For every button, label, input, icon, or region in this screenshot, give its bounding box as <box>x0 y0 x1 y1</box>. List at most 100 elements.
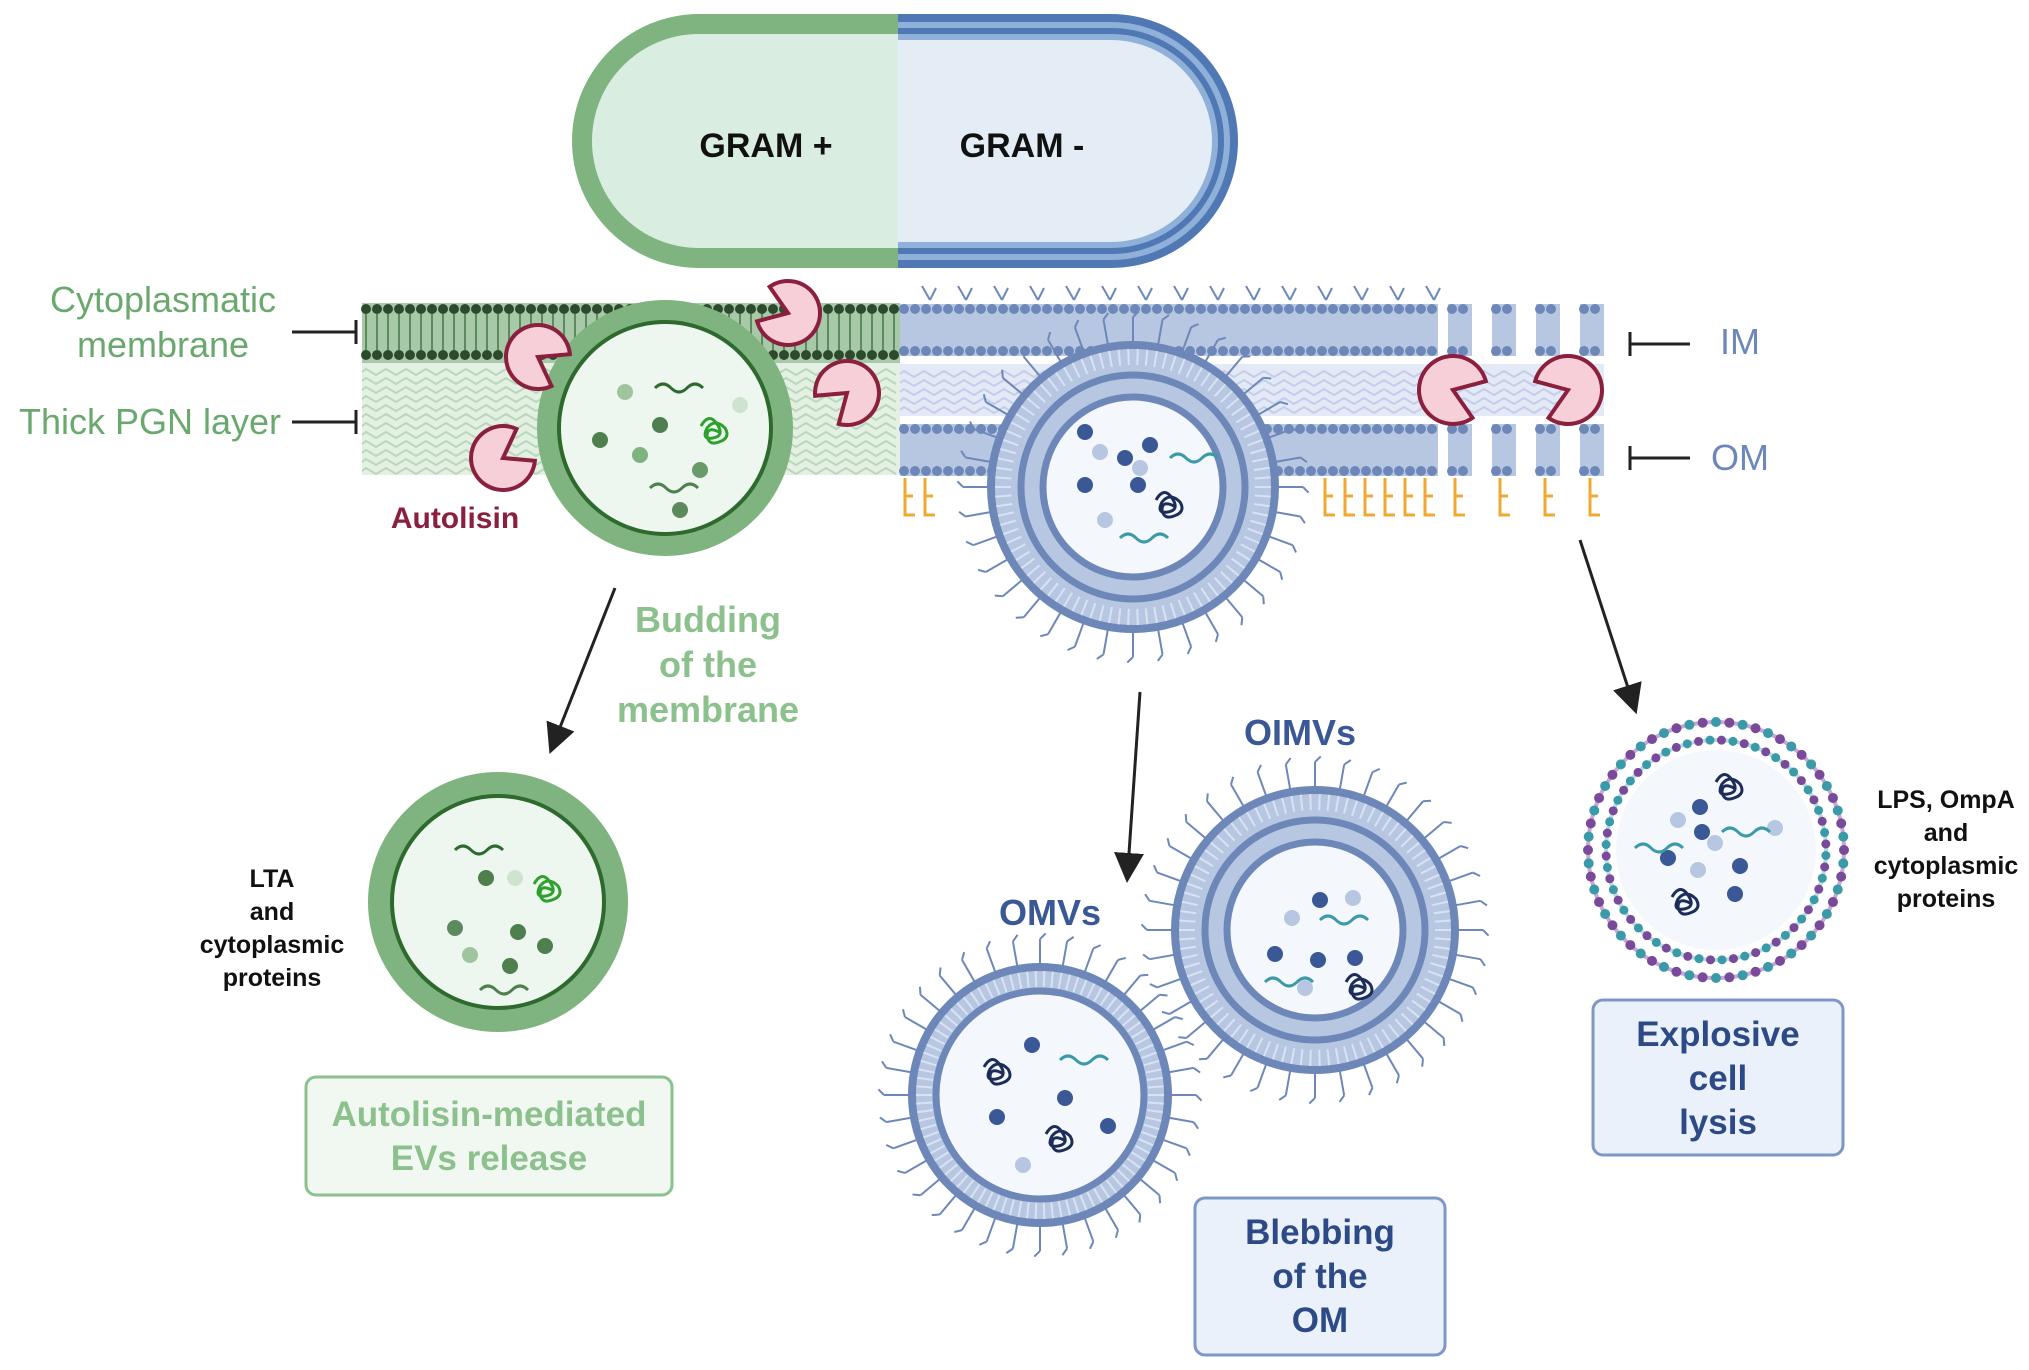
lipid-head <box>779 350 789 360</box>
lipid-tail <box>1141 1130 1157 1139</box>
lipid-head <box>834 350 844 360</box>
rna-strand <box>1118 532 1170 544</box>
lps-spike <box>886 1116 915 1124</box>
lipid-head <box>987 346 997 356</box>
lps-spike-tip <box>1185 1147 1191 1157</box>
lipid-head <box>976 346 986 356</box>
blebbing-box: Blebbing of the OM <box>1193 1196 1447 1357</box>
lps-spike <box>1185 1019 1209 1039</box>
lps-spike <box>886 1066 915 1074</box>
lipid-tail <box>1026 397 1041 410</box>
lipid-tail <box>1039 383 1053 398</box>
bead <box>1625 940 1636 951</box>
protein-dot <box>510 924 526 940</box>
lipid-head <box>987 304 997 314</box>
bead <box>1751 948 1761 958</box>
bead <box>1821 850 1831 860</box>
lps-spike <box>1102 319 1110 348</box>
lipid-head <box>427 304 437 314</box>
lps-spike-tip <box>1206 793 1209 802</box>
lipid-tail <box>1136 608 1139 625</box>
lps-spike <box>1272 510 1301 518</box>
bead <box>1820 828 1830 838</box>
lipid-tail <box>1147 1101 1164 1105</box>
lipid-head <box>361 304 371 314</box>
lipid-head <box>954 424 964 434</box>
bead <box>1594 897 1605 908</box>
lipid-tail <box>1359 803 1367 820</box>
lipid-tail <box>1122 1163 1136 1176</box>
lipid-head <box>845 350 855 360</box>
lipid-tail <box>1231 557 1246 569</box>
bead <box>1661 943 1671 953</box>
protein-dot <box>1077 477 1093 493</box>
lipid-tail <box>916 1085 933 1089</box>
lps-spike <box>1241 376 1264 397</box>
lps-spike-tip <box>1047 331 1052 341</box>
lps-spike-tip <box>1015 616 1024 619</box>
lps-spike <box>1384 784 1400 810</box>
lipid-tail <box>920 1059 937 1067</box>
lipid-tail <box>1000 448 1017 455</box>
protein-dot <box>617 384 633 400</box>
rna-strand <box>1318 914 1370 926</box>
protein-dot <box>447 920 463 936</box>
lipid-head <box>724 304 734 314</box>
bead <box>1750 966 1761 977</box>
protein-dot <box>1057 1090 1073 1106</box>
lps-spike-tip <box>1159 993 1168 997</box>
lps-spike-tip <box>1230 776 1235 785</box>
lps-spike-tip <box>896 1169 906 1174</box>
lipid-head <box>889 350 899 360</box>
lipid-head <box>943 346 953 356</box>
lipid-tail <box>956 1174 969 1188</box>
lipid-tail <box>1127 349 1130 366</box>
bead <box>1647 734 1657 745</box>
lipid-head <box>910 346 920 356</box>
bead <box>1600 909 1611 919</box>
lipid-tail <box>1194 985 1210 995</box>
autolisin-release-box: Autolisin-mediated EVs release <box>304 1075 674 1197</box>
lipid-head <box>921 424 931 434</box>
lipid-tail <box>1249 448 1266 455</box>
lipid-tail <box>1010 543 1026 553</box>
lipid-head <box>460 350 470 360</box>
lps-chain-icon <box>923 478 935 517</box>
lipid-tail <box>1126 1157 1141 1169</box>
lipid-tail <box>950 1169 964 1182</box>
bead <box>1697 717 1708 728</box>
lipid-tail <box>996 466 1013 472</box>
lps-spike-tip <box>1157 653 1164 662</box>
lps-spike-tip <box>1292 427 1301 434</box>
lta-label-1: LTA <box>250 865 295 893</box>
bead <box>1658 961 1669 972</box>
lipid-head <box>889 304 899 314</box>
dna-coil-icon <box>699 417 729 445</box>
lipid-head <box>976 466 986 476</box>
bead <box>1585 818 1596 829</box>
gram-negative-budding-vesicle <box>956 310 1310 664</box>
lipid-tail <box>1144 349 1149 366</box>
lipid-head <box>372 304 382 314</box>
lipid-tail <box>1200 372 1211 387</box>
lps-spike-tip <box>918 986 922 995</box>
bead <box>1583 858 1594 869</box>
vesicle-lumen <box>1223 838 1407 1022</box>
protein-dot <box>652 417 668 433</box>
bead <box>1724 972 1735 983</box>
lipid-head <box>965 346 975 356</box>
bead <box>1711 973 1721 983</box>
lipid-head <box>482 350 492 360</box>
lipid-head <box>1383 346 1393 356</box>
autolisin-label: Autolisin <box>391 502 519 535</box>
lipid-tail <box>1263 803 1271 820</box>
rna-strand <box>1168 452 1220 464</box>
lps-spike <box>1073 620 1086 648</box>
gram-negative-half <box>898 14 1238 268</box>
lipid-tail <box>1033 390 1046 403</box>
lta-label-3: cytoplasmic <box>200 931 345 959</box>
lipid-head <box>932 346 942 356</box>
lps-spike <box>1156 626 1164 655</box>
autolisin-pacman-icon <box>813 359 881 427</box>
bead <box>1827 897 1838 908</box>
